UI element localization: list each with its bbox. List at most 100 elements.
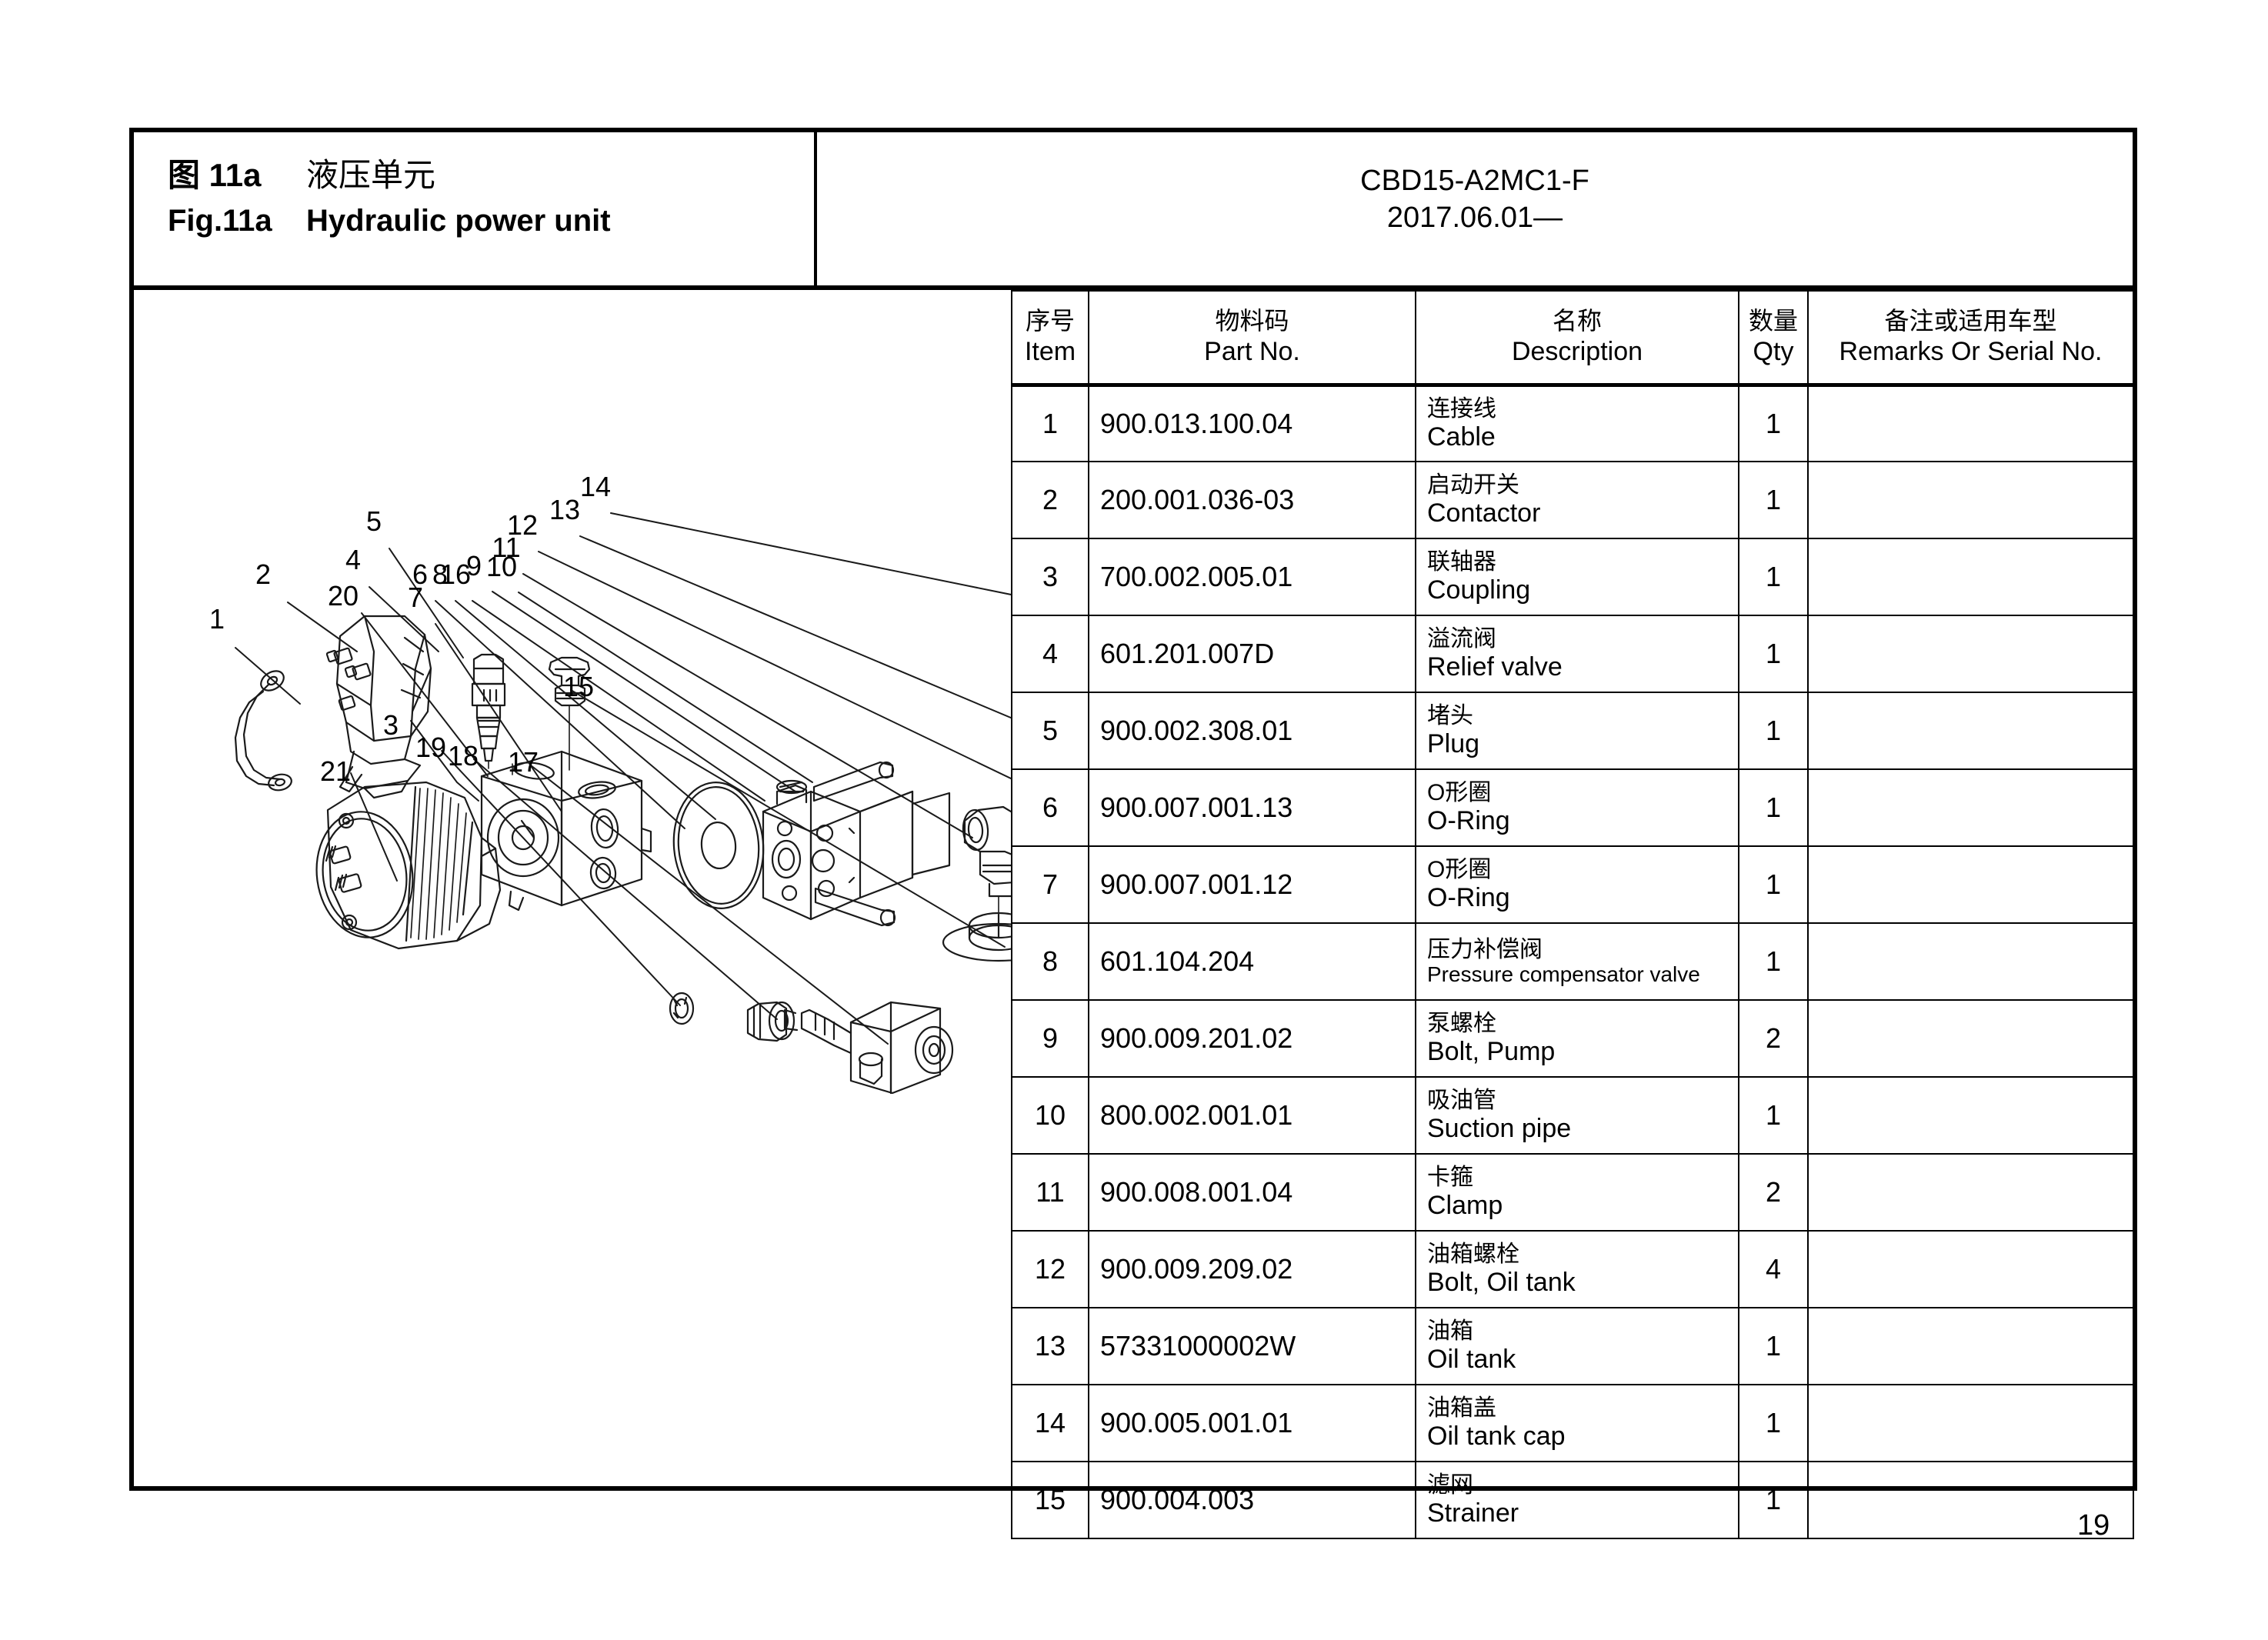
model-block: CBD15-A2MC1-F 2017.06.01— — [817, 132, 2133, 285]
callout-3: 3 — [383, 709, 399, 741]
callout-8: 8 — [432, 558, 448, 590]
cell-remarks — [1807, 845, 2134, 924]
description-cn: 启动开关 — [1427, 472, 1519, 498]
cell-remarks — [1807, 1230, 2134, 1308]
column-header-description-cn: 名称 — [1552, 307, 1602, 335]
column-header-item-cn: 序号 — [1025, 307, 1075, 335]
cell-item: 3 — [1011, 538, 1089, 616]
description-en: Oil tank — [1427, 1344, 1516, 1374]
description-cn: 压力补偿阀 — [1427, 936, 1543, 962]
description-cn: 滤网 — [1427, 1472, 1473, 1498]
model-number: CBD15-A2MC1-F — [1360, 165, 1589, 197]
part-strainer — [942, 912, 1011, 962]
cell-qty: 1 — [1738, 1384, 1809, 1462]
cell-remarks — [1807, 1384, 2134, 1462]
cell-remarks — [1807, 999, 2134, 1078]
column-header-description-en: Description — [1511, 337, 1643, 367]
figure-code-cn: 图 11a — [168, 157, 262, 193]
description-cn: 油箱 — [1427, 1318, 1473, 1345]
figure-code-en: Fig.11a — [168, 204, 272, 238]
cell-qty: 1 — [1738, 615, 1809, 693]
callout-12: 12 — [507, 509, 538, 541]
callout-20: 20 — [328, 580, 359, 612]
description-en: Bolt, Pump — [1427, 1036, 1556, 1066]
cell-part-no: 601.201.007D — [1088, 615, 1416, 693]
description-en: Suction pipe — [1427, 1113, 1572, 1143]
cell-item: 9 — [1011, 999, 1089, 1078]
column-header-qty-en: Qty — [1753, 337, 1794, 367]
column-header-item: 序号 Item — [1011, 290, 1089, 387]
figure-title-cn-row: 图 11a 液压单元 — [168, 149, 814, 196]
cell-qty: 1 — [1738, 1076, 1809, 1155]
description-en: O-Ring — [1427, 805, 1510, 835]
cell-part-no: 57331000002W — [1088, 1307, 1416, 1385]
callout-15: 15 — [563, 671, 594, 702]
description-en: Cable — [1427, 422, 1496, 452]
part-cable — [234, 670, 292, 792]
cell-part-no: 900.002.308.01 — [1088, 692, 1416, 770]
description-en: Clamp — [1427, 1190, 1503, 1220]
description-en: Contactor — [1427, 498, 1541, 528]
callout-10: 10 — [486, 551, 517, 582]
figure-title-en-row: Fig.11a Hydraulic power unit — [168, 204, 814, 238]
cell-item: 8 — [1011, 922, 1089, 1001]
cell-part-no: 900.007.001.13 — [1088, 768, 1416, 847]
callout-17: 17 — [508, 746, 539, 778]
cell-remarks — [1807, 1076, 2134, 1155]
cell-remarks — [1807, 384, 2134, 462]
callout-5: 5 — [366, 505, 382, 537]
column-header-remarks-cn: 备注或适用车型 — [1884, 307, 2057, 335]
title-block: 图 11a 液压单元 Fig.11a Hydraulic power unit … — [134, 132, 2133, 290]
description-cn: 堵头 — [1427, 703, 1473, 729]
cell-qty: 2 — [1738, 999, 1809, 1078]
cell-remarks — [1807, 461, 2134, 539]
description-en: Strainer — [1427, 1498, 1519, 1528]
description-en: Relief valve — [1427, 652, 1563, 682]
cell-remarks — [1807, 692, 2134, 770]
cell-part-no: 900.009.201.02 — [1088, 999, 1416, 1078]
part-control-valve — [783, 1001, 954, 1095]
description-en: Coupling — [1427, 575, 1531, 605]
cell-remarks — [1807, 1307, 2134, 1385]
description-cn: 连接线 — [1427, 395, 1496, 422]
column-header-part-no: 物料码 Part No. — [1088, 290, 1416, 387]
cell-item: 12 — [1011, 1230, 1089, 1308]
cell-part-no: 900.008.001.04 — [1088, 1153, 1416, 1232]
cell-item: 13 — [1011, 1307, 1089, 1385]
description-en: Oil tank cap — [1427, 1421, 1566, 1451]
part-plug — [548, 656, 591, 707]
column-header-qty: 数量 Qty — [1738, 290, 1809, 387]
cell-remarks — [1807, 1153, 2134, 1232]
part-motor — [315, 781, 502, 950]
cell-qty: 1 — [1738, 384, 1809, 462]
cell-qty: 2 — [1738, 1153, 1809, 1232]
callout-7: 7 — [408, 582, 423, 613]
callout-18: 18 — [448, 740, 479, 772]
cell-item: 14 — [1011, 1384, 1089, 1462]
leader-lines — [235, 512, 1011, 1045]
callout-2: 2 — [255, 558, 271, 590]
column-header-item-en: Item — [1024, 337, 1076, 367]
